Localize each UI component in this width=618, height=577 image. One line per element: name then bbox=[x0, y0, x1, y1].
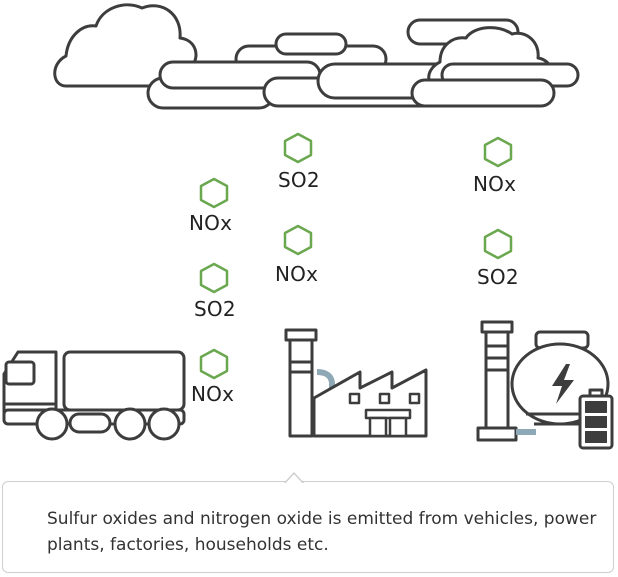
molecule-label-so2: SO2 bbox=[194, 297, 236, 321]
factory-icon bbox=[284, 328, 428, 438]
molecule-hexagon-icon bbox=[283, 224, 313, 256]
lightning-icon bbox=[552, 364, 574, 404]
molecule-hexagon-icon bbox=[199, 348, 229, 380]
emission-scene bbox=[2, 3, 614, 450]
molecule-label-so2: SO2 bbox=[278, 168, 320, 192]
molecule-hexagon-icon bbox=[483, 228, 513, 260]
battery-icon bbox=[585, 401, 607, 443]
caption-pointer bbox=[283, 470, 305, 483]
molecule-hexagon-icon bbox=[199, 262, 229, 294]
molecule-hexagon-icon bbox=[483, 136, 513, 168]
molecule-label-nox: NOx bbox=[189, 211, 233, 235]
caption-text: Sulfur oxides and nitrogen oxide is emit… bbox=[47, 509, 597, 555]
caption-box: Sulfur oxides and nitrogen oxide is emit… bbox=[2, 481, 614, 573]
molecule-label-nox: NOx bbox=[473, 172, 517, 196]
power-plant-icon bbox=[476, 320, 614, 450]
molecule-hexagon-icon bbox=[199, 177, 229, 209]
molecule-label-nox: NOx bbox=[275, 262, 319, 286]
molecule-hexagon-icon bbox=[283, 132, 313, 164]
truck-icon bbox=[2, 350, 186, 441]
molecule-label-so2: SO2 bbox=[477, 265, 519, 289]
cloud-icon bbox=[53, 3, 580, 110]
molecule-label-nox: NOx bbox=[191, 382, 235, 406]
